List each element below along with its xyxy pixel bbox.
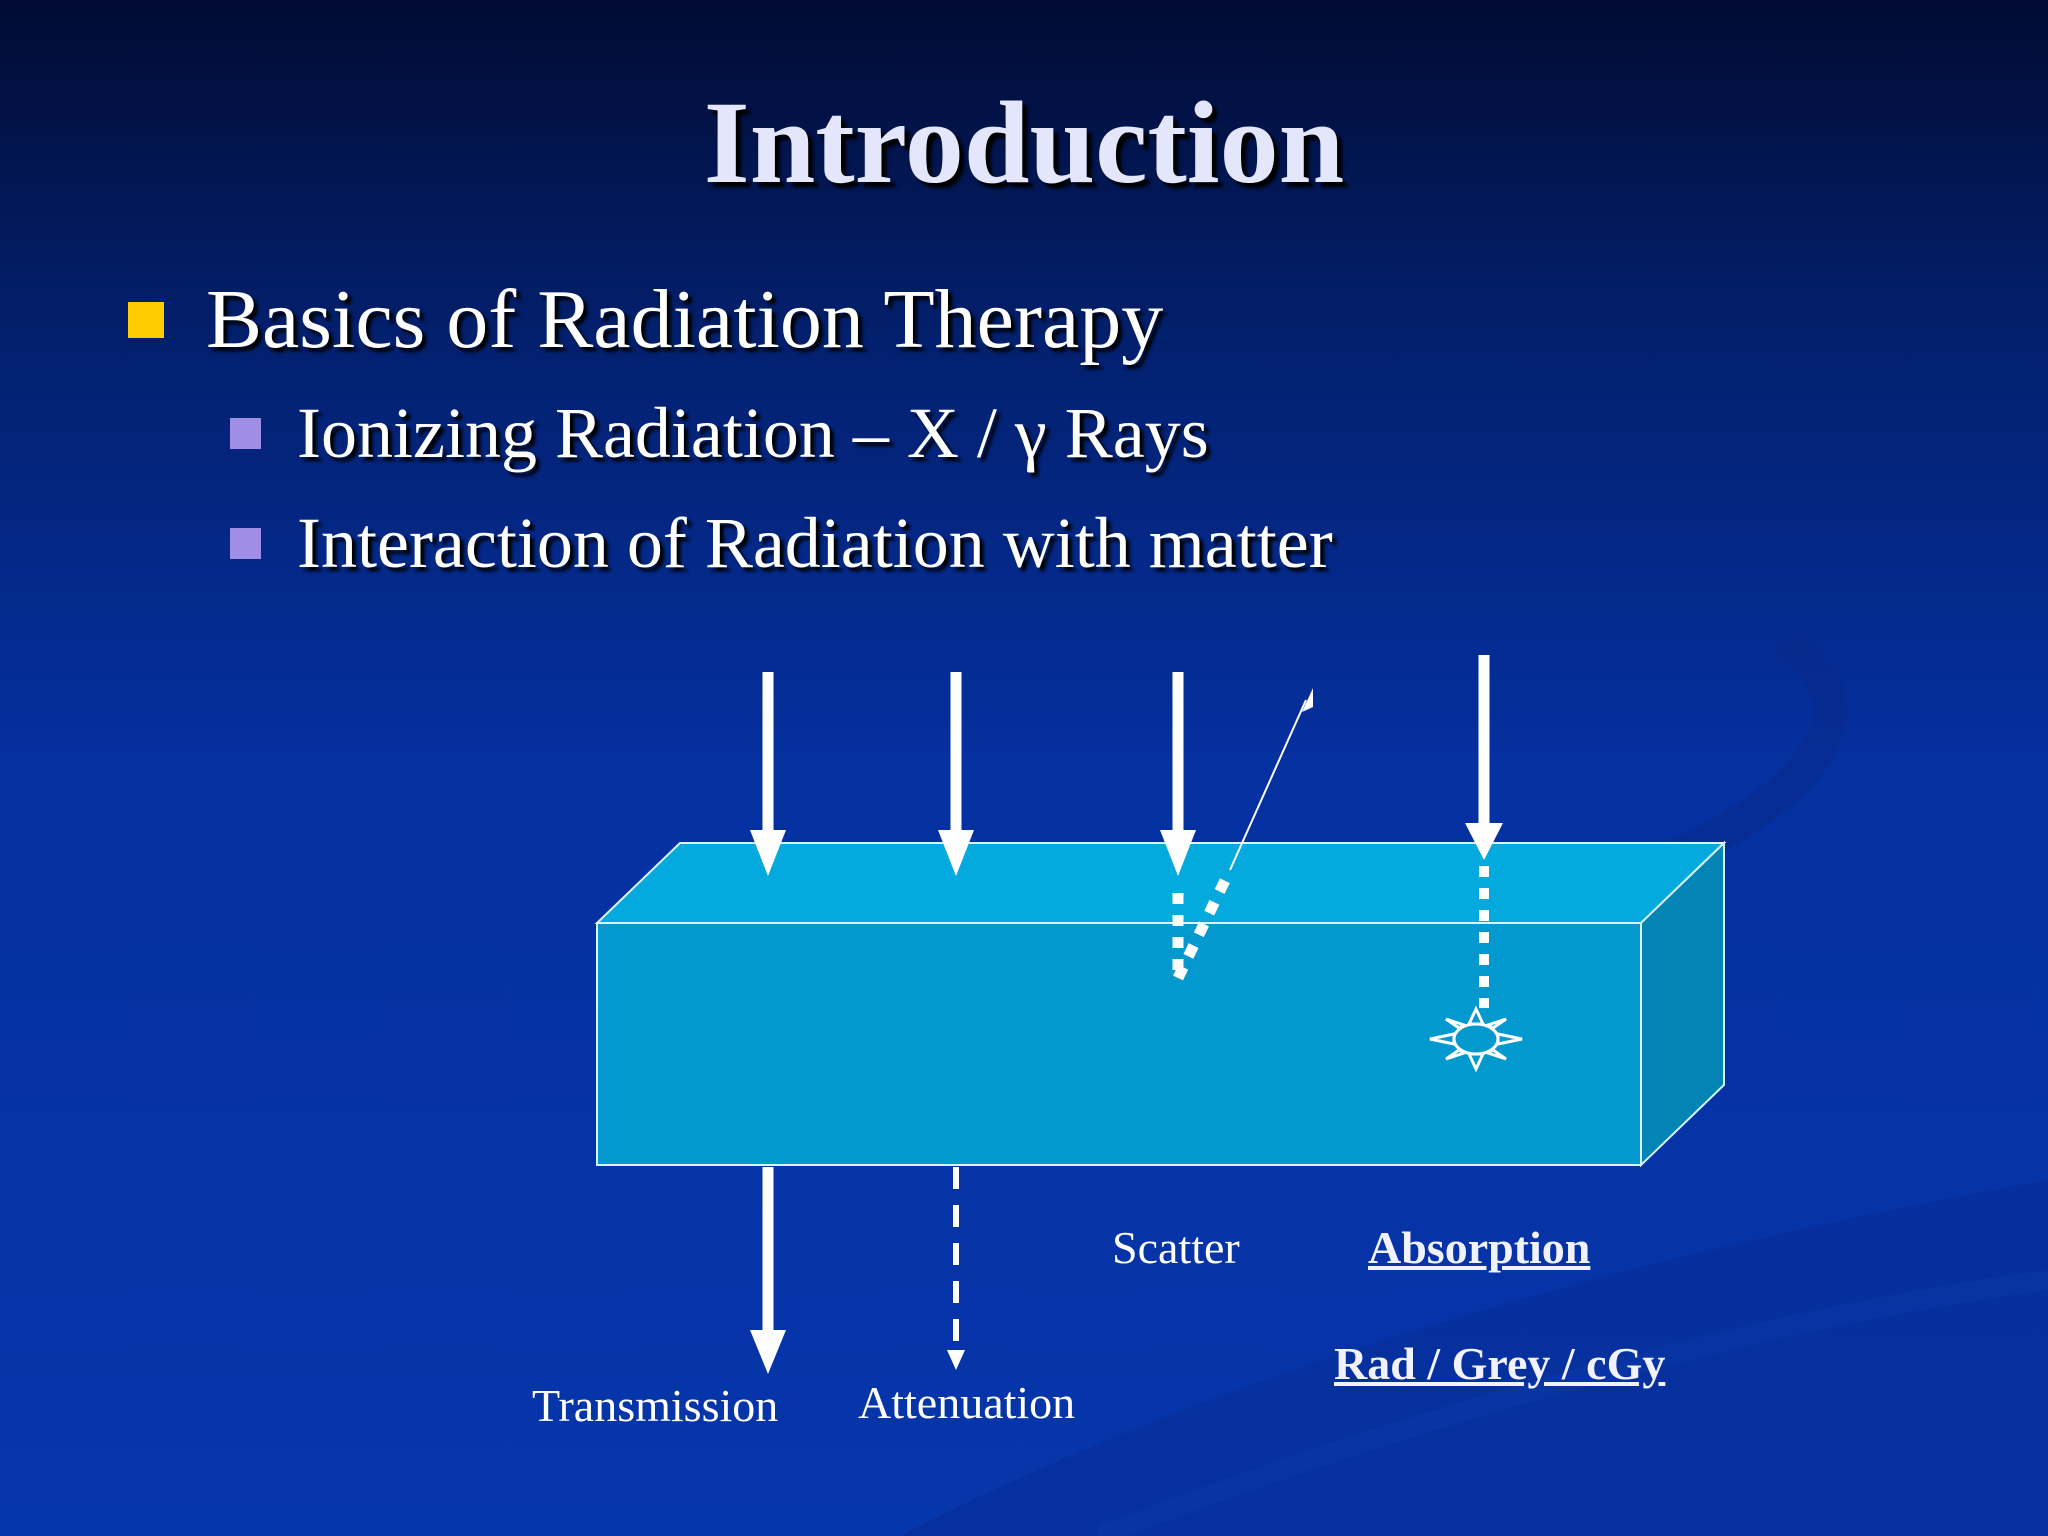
bullet-level1: Basics of Radiation Therapy xyxy=(128,272,1163,369)
label-absorption: Absorption xyxy=(1368,1222,1591,1273)
label-scatter: Scatter xyxy=(1112,1222,1240,1273)
transmission-outgoing-arrow xyxy=(750,1167,786,1374)
bullet-level2: Ionizing Radiation – X / γ Rays xyxy=(230,392,1209,475)
label-transmission: Transmission xyxy=(532,1380,779,1431)
scatter-deflected-path xyxy=(1173,867,1235,981)
scatter-incoming-arrow xyxy=(1160,672,1196,876)
bullet-level2: Interaction of Radiation with matter xyxy=(230,502,1333,585)
bullet-text: Interaction of Radiation with matter xyxy=(297,503,1333,583)
slide-title: Introduction xyxy=(703,77,1345,208)
square-bullet-icon xyxy=(230,417,261,449)
absorption-incoming-arrow xyxy=(1465,655,1503,860)
label-attenuation: Attenuation xyxy=(858,1377,1076,1428)
burst-icon xyxy=(1429,1005,1523,1073)
bullet-text: Ionizing Radiation – X / γ Rays xyxy=(297,393,1209,473)
block-front-face xyxy=(596,922,1642,1166)
square-bullet-icon xyxy=(128,302,164,339)
label-dose-units: Rad / Grey / cGy xyxy=(1334,1338,1666,1389)
scatter-outgoing-arrow xyxy=(1229,688,1313,871)
transmission-incoming-arrow xyxy=(750,672,786,876)
attenuation-outgoing-arrow xyxy=(947,1167,965,1370)
square-bullet-icon xyxy=(230,527,261,559)
bullet-text: Basics of Radiation Therapy xyxy=(206,273,1164,366)
attenuation-incoming-arrow xyxy=(938,672,974,876)
